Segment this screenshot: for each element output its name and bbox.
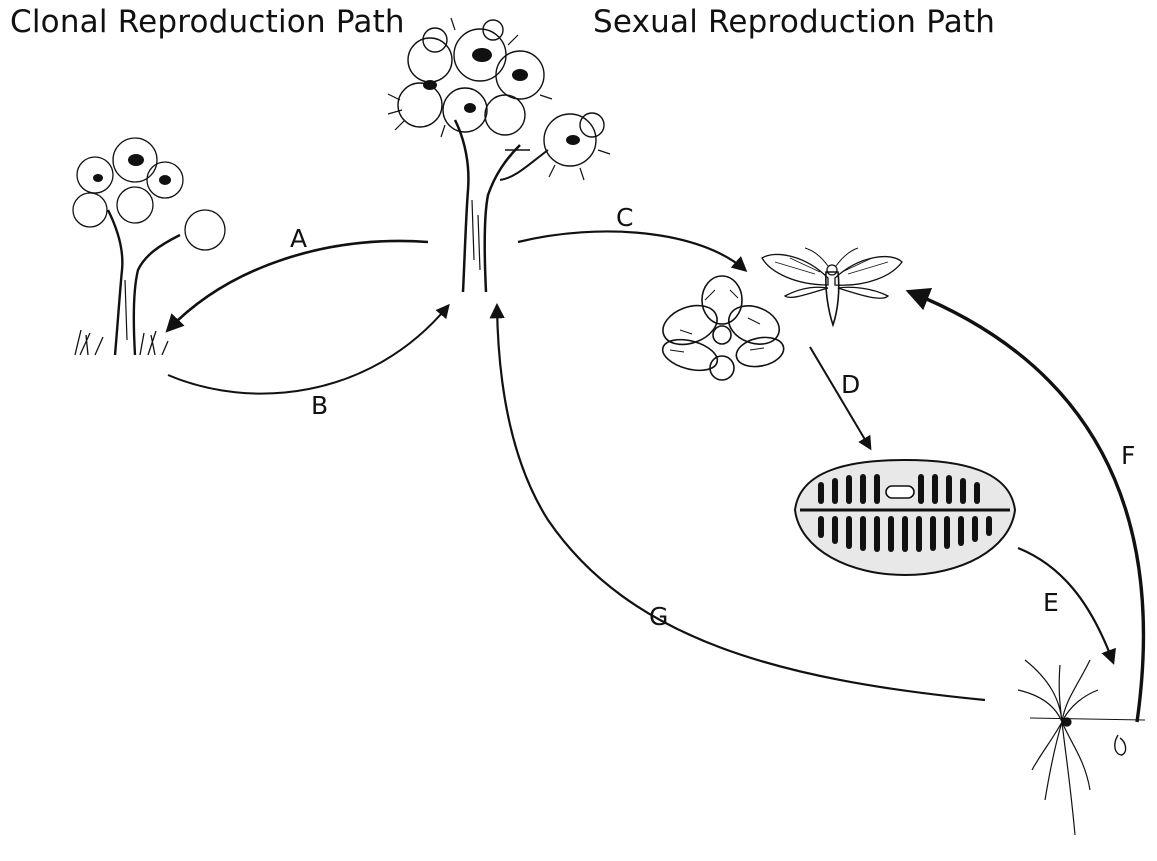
clone-tree-icon xyxy=(73,138,225,355)
arrow-a xyxy=(168,241,428,330)
joshua-tree-icon xyxy=(388,18,610,292)
yucca-moth-icon xyxy=(762,248,902,325)
label-d: D xyxy=(841,372,860,397)
label-c: C xyxy=(616,205,633,230)
seedling-icon xyxy=(1018,660,1145,835)
label-a: A xyxy=(290,226,307,251)
seed-pod-icon xyxy=(795,460,1015,575)
arrow-b xyxy=(168,306,448,394)
label-g: G xyxy=(649,604,668,629)
label-f: F xyxy=(1121,443,1135,468)
arrow-e xyxy=(1018,548,1113,662)
yucca-flower-icon xyxy=(658,276,787,380)
arrows xyxy=(168,231,1143,722)
label-e: E xyxy=(1043,590,1059,615)
arrow-d xyxy=(810,347,870,448)
label-b: B xyxy=(311,393,328,418)
arrow-c xyxy=(518,231,745,270)
